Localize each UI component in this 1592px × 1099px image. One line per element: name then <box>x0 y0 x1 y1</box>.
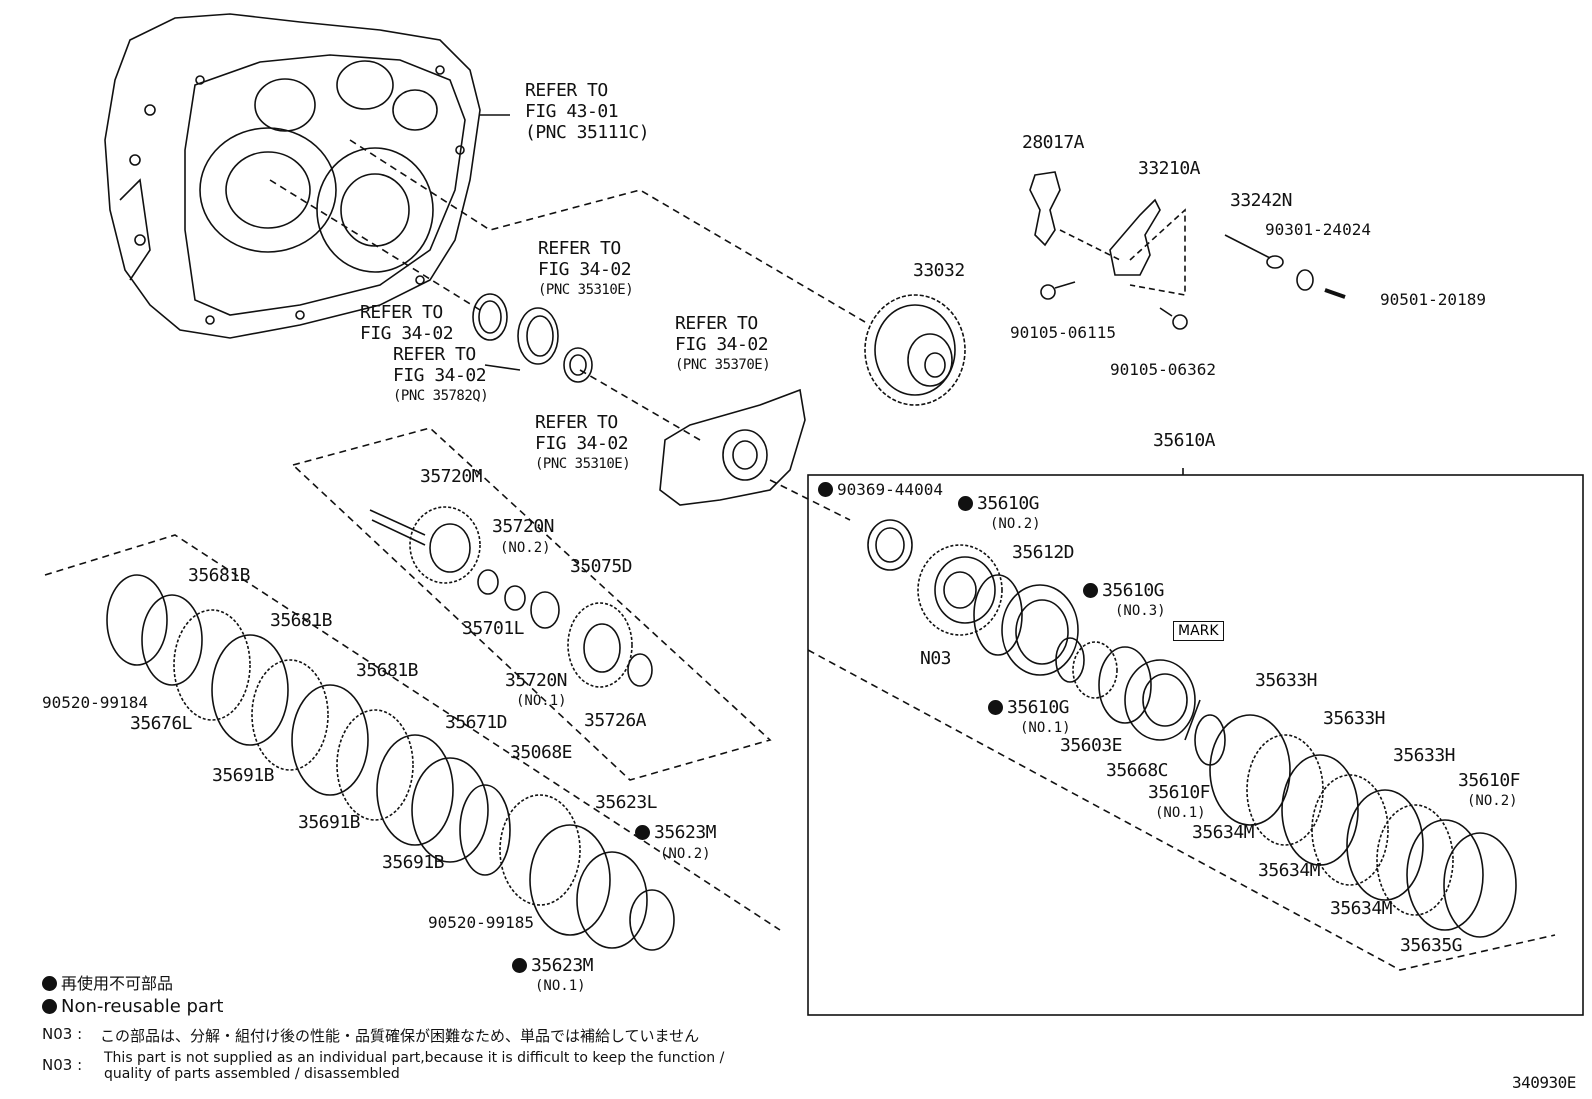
part-35691B-2: 35691B <box>298 812 361 833</box>
legend-n03-jp: この部品は、分解・組付け後の性能・品質確保が困難なため、単品では補給していません <box>100 1027 700 1045</box>
part-35623M-no2: 35623M <box>635 822 717 843</box>
part-90301-24024: 90301-24024 <box>1265 220 1371 239</box>
part-28017A: 28017A <box>1022 132 1085 153</box>
part-35623M-no1: 35623M <box>512 955 594 976</box>
part-35681B-2: 35681B <box>270 610 333 631</box>
part-33210A: 33210A <box>1138 158 1201 179</box>
part-35701L: 35701L <box>462 618 525 639</box>
part-90105-06115: 90105-06115 <box>1010 323 1116 342</box>
part-35610G-no2-sub: (NO.2) <box>990 516 1041 532</box>
part-35603E: 35603E <box>1060 735 1123 756</box>
part-35610G-no1-sub: (NO.1) <box>1020 720 1071 736</box>
part-90105-06362: 90105-06362 <box>1110 360 1216 379</box>
part-35691B-3: 35691B <box>382 852 445 873</box>
part-35610F-no1: 35610F <box>1148 782 1211 803</box>
part-35681B-1: 35681B <box>188 565 251 586</box>
part-35610G-no3: 35610G <box>1083 580 1165 601</box>
part-35634M-1: 35634M <box>1192 822 1255 843</box>
part-35676L: 35676L <box>130 713 193 734</box>
part-35068E: 35068E <box>510 742 573 763</box>
part-35610G-no2: 35610G <box>958 493 1040 514</box>
transmission-case-illustration <box>104 13 481 339</box>
part-35075D: 35075D <box>570 556 633 577</box>
part-35720N-no2-sub: (NO.2) <box>500 540 551 556</box>
legend-n03-en-line2: quality of parts assembled / disassemble… <box>104 1066 400 1082</box>
part-35633H-1: 35633H <box>1255 670 1318 691</box>
part-35635G: 35635G <box>1400 935 1463 956</box>
part-35691B-1: 35691B <box>212 765 275 786</box>
part-35720N-no2: 35720N <box>492 516 555 537</box>
part-35623M-no2-sub: (NO.2) <box>660 846 711 862</box>
legend-n03-en-line1: This part is not supplied as an individu… <box>104 1050 725 1066</box>
part-35610F-no2: 35610F <box>1458 770 1521 791</box>
part-90501-20189: 90501-20189 <box>1380 290 1486 309</box>
part-35634M-2: 35634M <box>1258 860 1321 881</box>
part-35633H-3: 35633H <box>1393 745 1456 766</box>
part-35623M-no1-sub: (NO.1) <box>535 978 586 994</box>
part-35612D: 35612D <box>1012 542 1075 563</box>
legend-n03-label-jp: N03 : <box>42 1025 83 1043</box>
part-35720N-no1-sub: (NO.1) <box>516 693 567 709</box>
legend-nonreusable-en: Non-reusable part <box>42 996 223 1017</box>
part-35610F-no2-sub: (NO.2) <box>1467 793 1518 809</box>
legend-nonreusable-jp: 再使用不可部品 <box>42 970 173 994</box>
part-35634M-3: 35634M <box>1330 898 1393 919</box>
part-35633H-2: 35633H <box>1323 708 1386 729</box>
figure-id: 340930E <box>1512 1073 1576 1092</box>
part-33242N: 33242N <box>1230 190 1293 211</box>
part-35610G-no1: 35610G <box>988 697 1070 718</box>
part-N03: N03 <box>920 648 952 669</box>
part-35720N-no1: 35720N <box>505 670 568 691</box>
part-35681B-3: 35681B <box>356 660 419 681</box>
part-33032: 33032 <box>913 260 965 281</box>
part-35610G-no3-sub: (NO.3) <box>1115 603 1166 619</box>
part-35720M: 35720M <box>420 466 483 487</box>
legend-n03-label-en: N03 : <box>42 1056 83 1074</box>
mark-label: MARK <box>1173 621 1224 641</box>
part-90520-99184: 90520-99184 <box>42 693 148 712</box>
part-35671D: 35671D <box>445 712 508 733</box>
part-90520-99185: 90520-99185 <box>428 913 534 932</box>
part-35668C: 35668C <box>1106 760 1169 781</box>
part-35726A: 35726A <box>584 710 647 731</box>
part-35610F-no1-sub: (NO.1) <box>1155 805 1206 821</box>
part-35610A: 35610A <box>1153 430 1216 451</box>
part-90369-44004: 90369-44004 <box>818 480 943 499</box>
part-35623L: 35623L <box>595 792 658 813</box>
